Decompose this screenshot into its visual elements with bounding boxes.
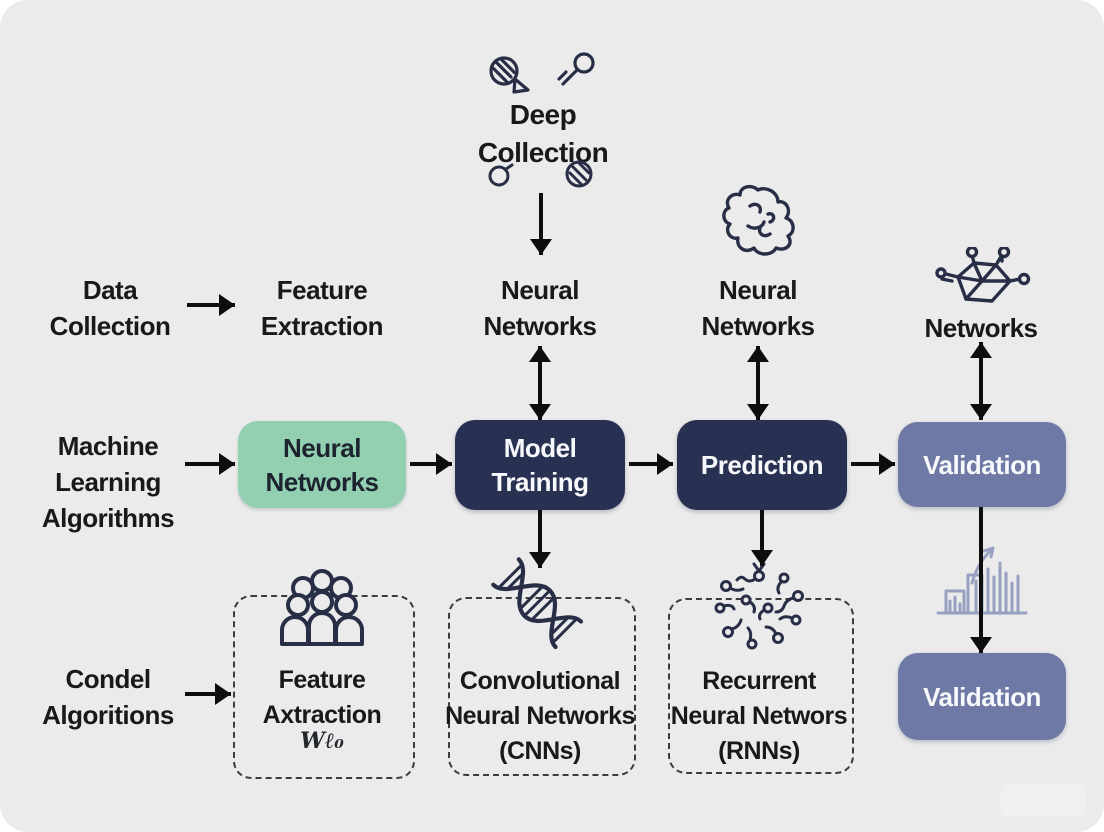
arrow-training-to-prediction — [629, 453, 673, 475]
arrow-training-to-cnn — [529, 510, 551, 568]
cnn-label: Convolutional Neural Networks (CNNs) — [445, 667, 635, 765]
neural-networks-left-label: Neural Networks — [483, 275, 597, 341]
data-collection-label: Data Collection — [49, 275, 171, 341]
arrow-networks-validation — [970, 342, 992, 420]
deep-collection-label: Deep Collection — [477, 99, 609, 168]
people-group-icon — [276, 568, 368, 648]
arrow-prediction-to-validation — [851, 453, 895, 475]
arrow-ml-to-green — [185, 453, 235, 475]
validation-bottom-box: Validation — [898, 653, 1066, 740]
arrow-deep-to-nn — [530, 193, 552, 255]
validation-box: Validation — [898, 422, 1066, 507]
arrow-green-to-training — [410, 453, 452, 475]
arrow-validation-to-validation — [970, 507, 992, 653]
prediction-box: Prediction — [677, 420, 847, 510]
ml-algorithms-label: Machine Learning Algorithms — [41, 431, 175, 533]
rnn-label: Recurrent Neural Networs (RNNs) — [670, 667, 848, 765]
neuron-scatter-icon — [712, 562, 808, 654]
feature-extraction-label: Feature Extraction — [260, 275, 384, 341]
arrow-nn-modeltraining — [529, 346, 551, 420]
dna-cell-icon — [484, 53, 534, 99]
networks-label: Networks — [924, 313, 1038, 343]
arrow-condel-to-feature — [185, 683, 231, 705]
pin-icon — [551, 50, 599, 97]
neural-networks-box: Neural Networks — [238, 421, 406, 508]
arrow-nn-prediction — [747, 346, 769, 420]
arrow-data-to-feature — [187, 294, 235, 316]
molecule-network-icon — [928, 247, 1032, 317]
feature-axtraction-label: Feature Axtraction — [262, 666, 382, 729]
small-circle-icon — [487, 161, 515, 189]
model-training-box: Model Training — [455, 420, 625, 510]
rnn-dashed-box — [668, 598, 854, 774]
hatched-circle-icon — [562, 158, 596, 191]
dna-helix-icon — [490, 556, 590, 656]
squiggle-label: Wℓ₀ — [300, 728, 344, 754]
neural-networks-right-label: Neural Networks — [701, 275, 815, 341]
watermark — [1000, 783, 1086, 817]
brain-icon — [720, 182, 796, 270]
condel-algoritions-label: Condel Algoritions — [42, 664, 174, 730]
arrow-prediction-to-rnn — [751, 510, 773, 566]
